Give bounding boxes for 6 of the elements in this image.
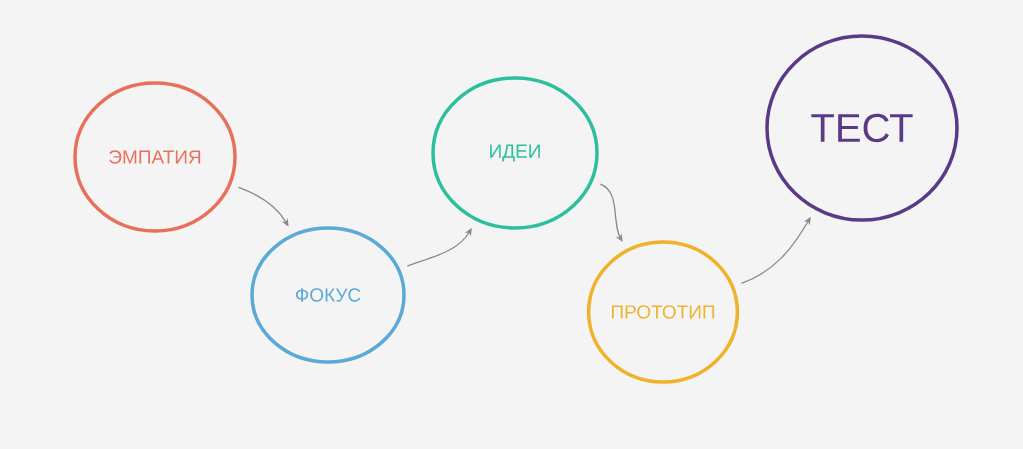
curved-arrow (237, 186, 289, 227)
circle-node: ПРОТОТИП (586, 240, 740, 384)
circle-node: ИДЕИ (431, 76, 599, 230)
circle-node: ТЕСТ (765, 34, 959, 222)
circle-node: ЭМПАТИЯ (73, 81, 237, 233)
circle-node: ФОКУС (250, 226, 406, 364)
